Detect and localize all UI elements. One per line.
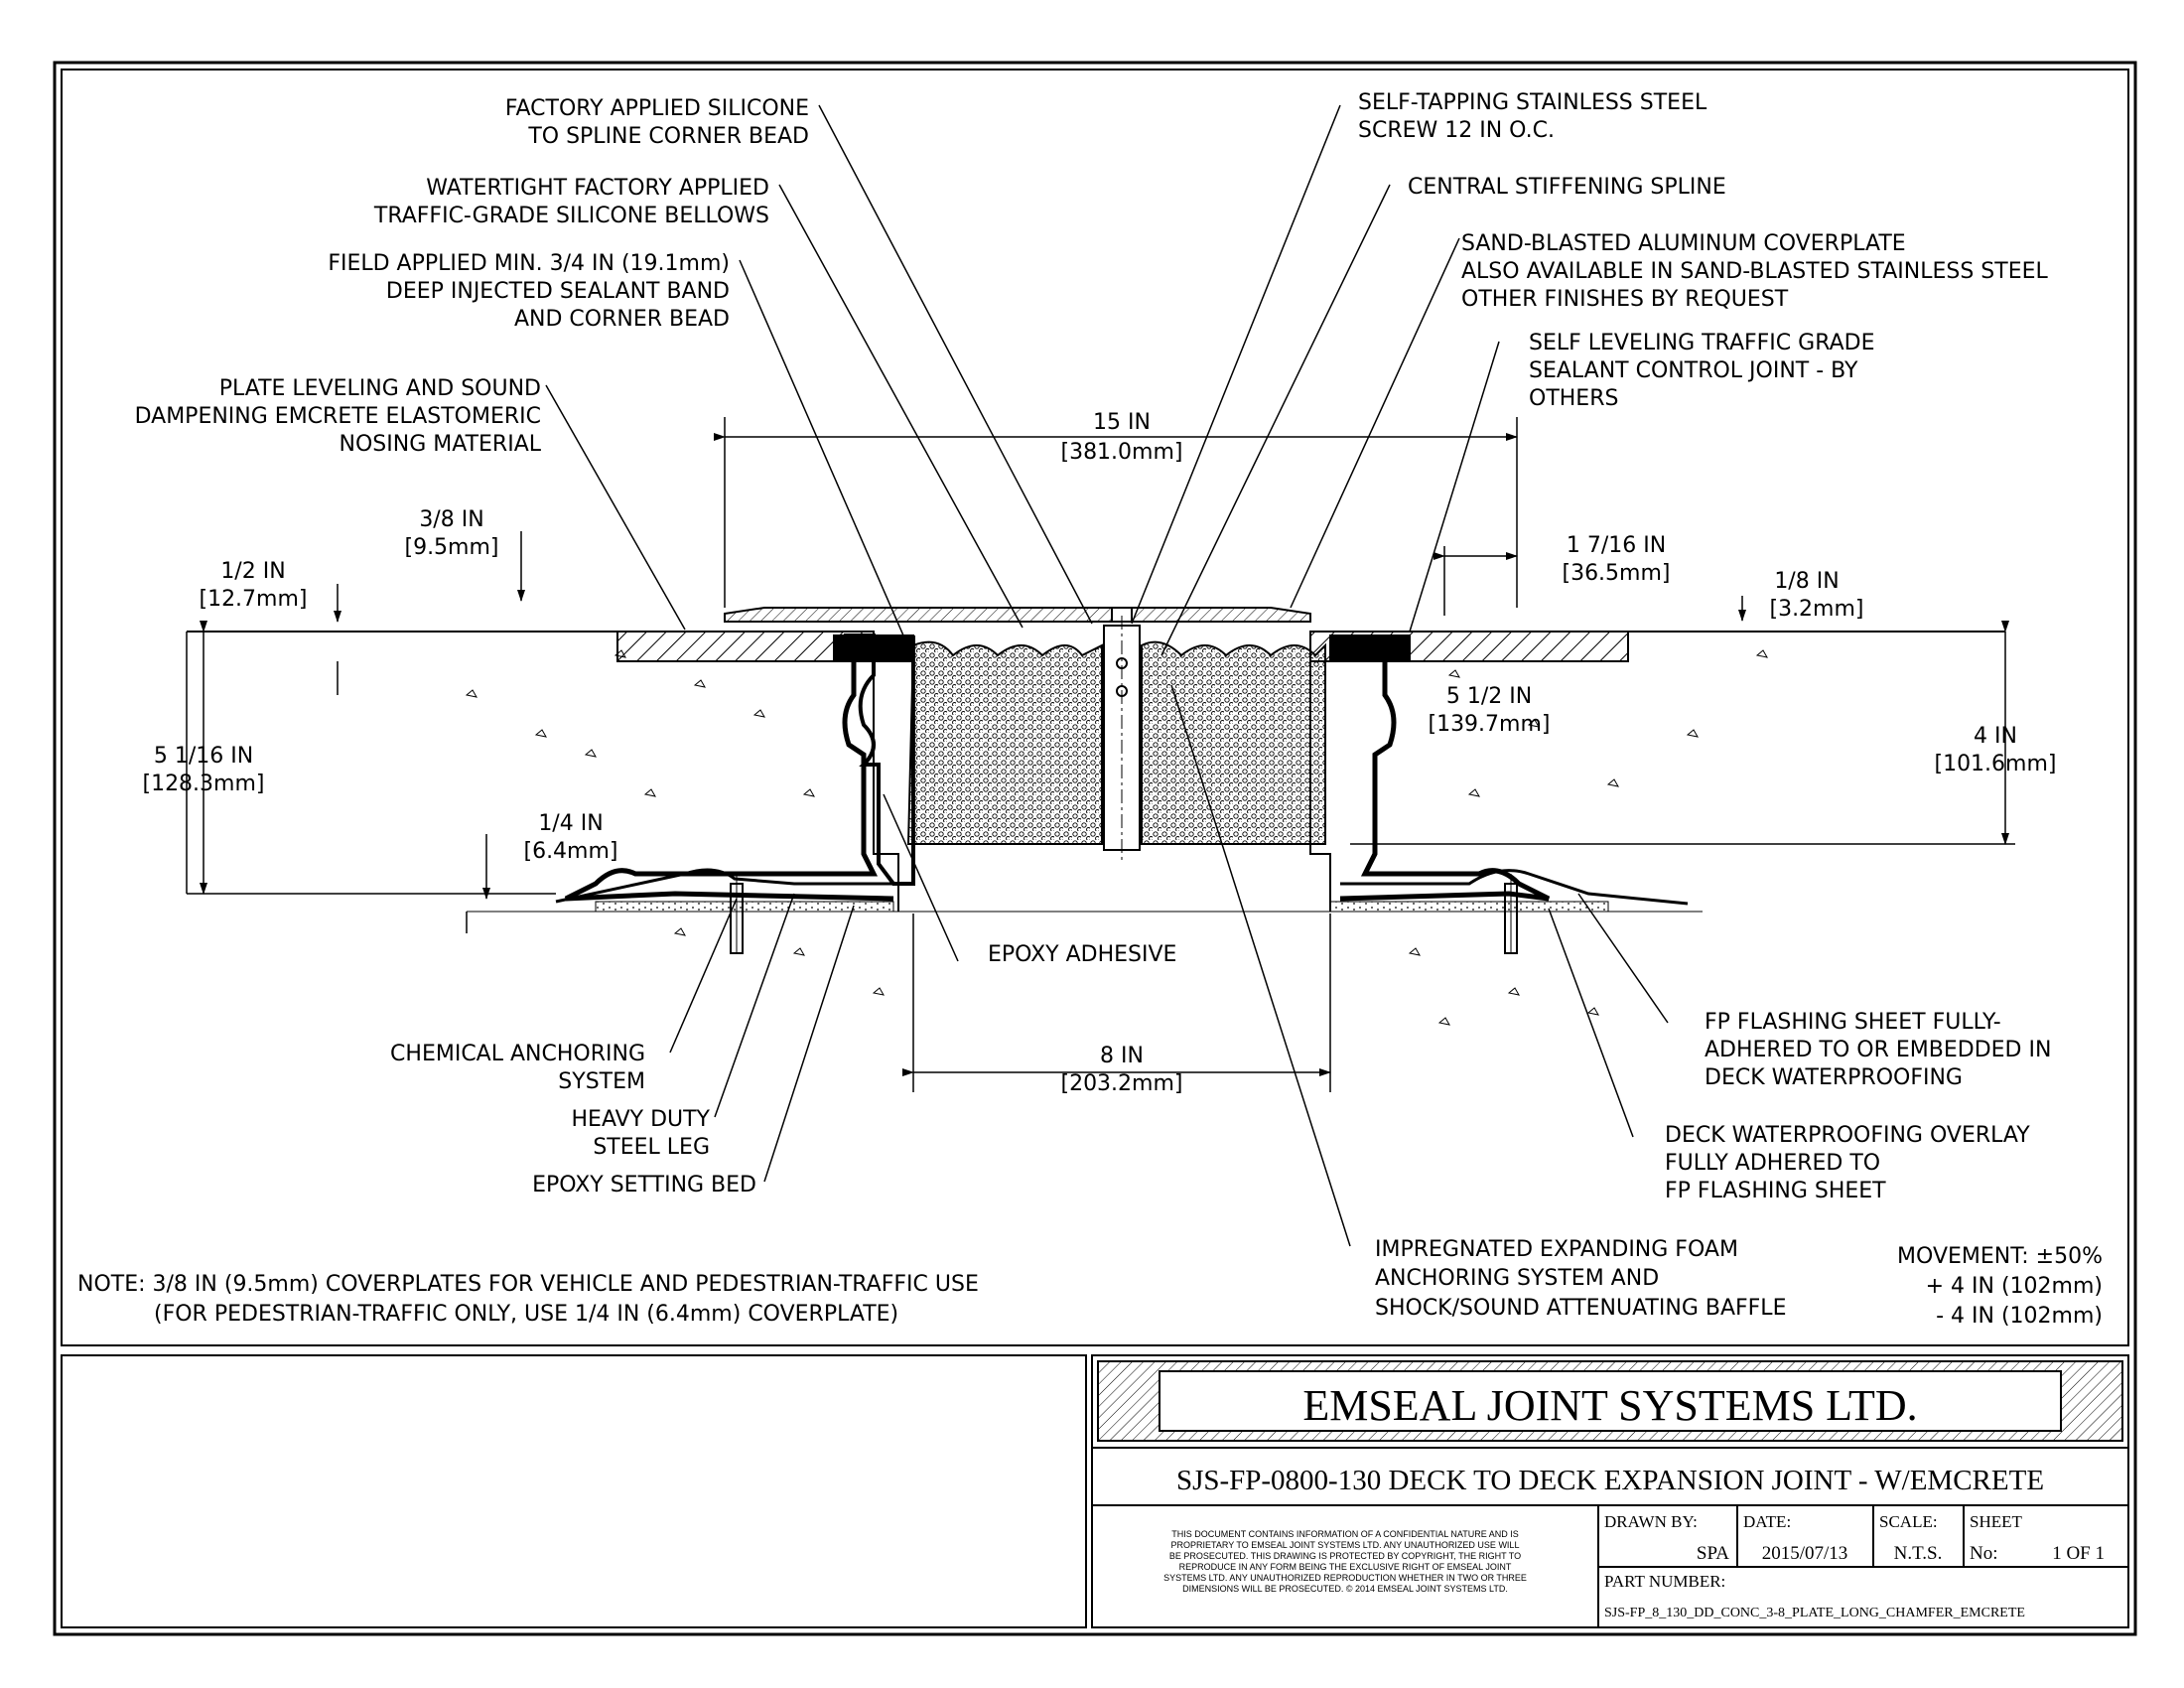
- label-coverplate-3: OTHER FINISHES BY REQUEST: [1461, 287, 1789, 312]
- disclaimer-line-2: PROPRIETARY TO EMSEAL JOINT SYSTEMS LTD.…: [1171, 1540, 1520, 1550]
- label-field-applied-3: AND CORNER BEAD: [514, 307, 730, 332]
- label-foam-1: IMPREGNATED EXPANDING FOAM: [1375, 1237, 1738, 1262]
- dim-5-1-16-mm: [128.3mm]: [142, 772, 264, 796]
- label-fp-flashing-1: FP FLASHING SHEET FULLY-: [1705, 1010, 2001, 1035]
- dim-15-mm: [381.0mm]: [1060, 440, 1182, 465]
- dim-15-in: 15 IN: [1093, 410, 1151, 435]
- label-factory-silicone-2: TO SPLINE CORNER BEAD: [527, 124, 809, 149]
- dim-1-8-in: 1/8 IN: [1774, 569, 1839, 594]
- part-number-label: PART NUMBER:: [1604, 1572, 1725, 1591]
- label-watertight-1: WATERTIGHT FACTORY APPLIED: [426, 176, 769, 201]
- left-foam: [906, 640, 1103, 845]
- dim-1-8-mm: [3.2mm]: [1769, 597, 1863, 622]
- expansion-joint-detail: [186, 104, 2015, 1247]
- label-plate-leveling-3: NOSING MATERIAL: [340, 432, 542, 457]
- label-steel-leg-2: STEEL LEG: [593, 1135, 710, 1160]
- dim-8-in: 8 IN: [1100, 1044, 1144, 1068]
- callout-labels: FACTORY APPLIED SILICONE TO SPLINE CORNE…: [135, 90, 2052, 1321]
- title-block: EMSEAL JOINT SYSTEMS LTD. SJS-FP-0800-13…: [1091, 1354, 2129, 1628]
- sheet-no-label: No:: [1970, 1543, 1998, 1564]
- label-self-tapping-2: SCREW 12 IN O.C.: [1358, 118, 1555, 143]
- label-epoxy-setting: EPOXY SETTING BED: [532, 1173, 756, 1197]
- label-epoxy-adhesive: EPOXY ADHESIVE: [988, 942, 1176, 967]
- dim-1-2-mm: [12.7mm]: [199, 587, 307, 612]
- disclaimer-line-1: THIS DOCUMENT CONTAINS INFORMATION OF A …: [1171, 1529, 1519, 1539]
- label-field-applied-1: FIELD APPLIED MIN. 3/4 IN (19.1mm): [328, 251, 730, 276]
- label-self-leveling-1: SELF LEVELING TRAFFIC GRADE: [1529, 331, 1875, 355]
- dim-5-1-16-in: 5 1/16 IN: [154, 744, 253, 769]
- dim-1-4-in: 1/4 IN: [538, 811, 603, 836]
- label-field-applied-2: DEEP INJECTED SEALANT BAND: [386, 279, 730, 304]
- label-fp-flashing-2: ADHERED TO OR EMBEDDED IN: [1705, 1038, 2051, 1062]
- movement-plus: + 4 IN (102mm): [1926, 1274, 2103, 1299]
- central-spline: [1103, 625, 1141, 851]
- date-value: 2015/07/13: [1762, 1543, 1848, 1564]
- note-line-2: (FOR PEDESTRIAN-TRAFFIC ONLY, USE 1/4 IN…: [154, 1302, 898, 1327]
- label-coverplate-2: ALSO AVAILABLE IN SAND-BLASTED STAINLESS…: [1461, 259, 2048, 284]
- label-self-tapping-1: SELF-TAPPING STAINLESS STEEL: [1358, 90, 1707, 115]
- label-factory-silicone-1: FACTORY APPLIED SILICONE: [505, 96, 809, 121]
- dimension-labels: 15 IN [381.0mm] 3/8 IN [9.5mm] 1/2 IN [1…: [142, 410, 2056, 1096]
- dim-4-mm: [101.6mm]: [1934, 752, 2056, 776]
- label-plate-leveling-2: DAMPENING EMCRETE ELASTOMERIC: [135, 404, 541, 429]
- left-nosing: [616, 631, 875, 662]
- coverplate: [724, 607, 1311, 623]
- dim-1-7-16-mm: [36.5mm]: [1562, 561, 1670, 586]
- movement-label: MOVEMENT: ±50%: [1897, 1244, 2103, 1269]
- label-deck-overlay-1: DECK WATERPROOFING OVERLAY: [1665, 1123, 2030, 1148]
- dim-8-mm: [203.2mm]: [1060, 1071, 1182, 1096]
- dim-4-in: 4 IN: [1974, 724, 2017, 749]
- label-watertight-2: TRAFFIC-GRADE SILICONE BELLOWS: [373, 204, 769, 228]
- drawing-frame: [61, 69, 2129, 1346]
- label-steel-leg-1: HEAVY DUTY: [572, 1107, 711, 1132]
- company-name: EMSEAL JOINT SYSTEMS LTD.: [1302, 1381, 1917, 1430]
- note-line-1: NOTE: 3/8 IN (9.5mm) COVERPLATES FOR VEH…: [77, 1272, 979, 1297]
- label-central-spline: CENTRAL STIFFENING SPLINE: [1408, 175, 1726, 200]
- drawn-by-label: DRAWN BY:: [1604, 1512, 1698, 1531]
- drawing-title: SJS-FP-0800-130 DECK TO DECK EXPANSION J…: [1176, 1465, 2044, 1496]
- disclaimer-line-4: REPRODUCE IN ANY FORM BEING THE EXCLUSIV…: [1179, 1562, 1512, 1572]
- label-fp-flashing-3: DECK WATERPROOFING: [1705, 1065, 1963, 1090]
- disclaimer-line-6: DIMENSIONS WILL BE PROSECUTED. © 2014 EM…: [1182, 1584, 1508, 1594]
- sheet-value: 1 OF 1: [2052, 1543, 2105, 1564]
- label-chemical-anchoring-1: CHEMICAL ANCHORING: [390, 1042, 645, 1066]
- notes-box: [61, 1354, 1087, 1628]
- right-foam: [1141, 640, 1326, 845]
- label-foam-3: SHOCK/SOUND ATTENUATING BAFFLE: [1375, 1296, 1786, 1321]
- label-foam-2: ANCHORING SYSTEM AND: [1375, 1266, 1659, 1291]
- label-deck-overlay-3: FP FLASHING SHEET: [1665, 1179, 1886, 1203]
- sheet-label: SHEET: [1970, 1512, 2023, 1531]
- dim-1-7-16-in: 1 7/16 IN: [1567, 533, 1666, 558]
- movement-minus: - 4 IN (102mm): [1936, 1304, 2103, 1329]
- date-label: DATE:: [1743, 1512, 1791, 1531]
- label-self-leveling-2: SEALANT CONTROL JOINT - BY: [1529, 358, 1858, 383]
- dim-5-1-2-in: 5 1/2 IN: [1446, 684, 1532, 709]
- disclaimer-line-5: SYSTEMS LTD. ANY UNAUTHORIZED REPRODUCTI…: [1163, 1573, 1527, 1583]
- scale-value: N.T.S.: [1894, 1543, 1943, 1564]
- dim-1-2-in: 1/2 IN: [220, 559, 285, 584]
- scale-label: SCALE:: [1879, 1512, 1938, 1531]
- dim-5-1-2-mm: [139.7mm]: [1428, 712, 1550, 737]
- dim-1-4-mm: [6.4mm]: [523, 839, 617, 864]
- label-plate-leveling-1: PLATE LEVELING AND SOUND: [219, 376, 541, 401]
- dim-3-8-mm: [9.5mm]: [404, 535, 498, 560]
- label-coverplate-1: SAND-BLASTED ALUMINUM COVERPLATE: [1461, 231, 1906, 256]
- disclaimer-line-3: BE PROSECUTED. THIS DRAWING IS PROTECTED…: [1169, 1551, 1521, 1561]
- label-chemical-anchoring-2: SYSTEM: [558, 1069, 645, 1094]
- label-deck-overlay-2: FULLY ADHERED TO: [1665, 1151, 1880, 1176]
- dim-3-8-in: 3/8 IN: [419, 507, 483, 532]
- drawn-by-value: SPA: [1697, 1543, 1729, 1564]
- part-number-value: SJS-FP_8_130_DD_CONC_3-8_PLATE_LONG_CHAM…: [1604, 1606, 2025, 1620]
- outer-border: [53, 61, 2137, 1636]
- label-self-leveling-3: OTHERS: [1529, 386, 1618, 411]
